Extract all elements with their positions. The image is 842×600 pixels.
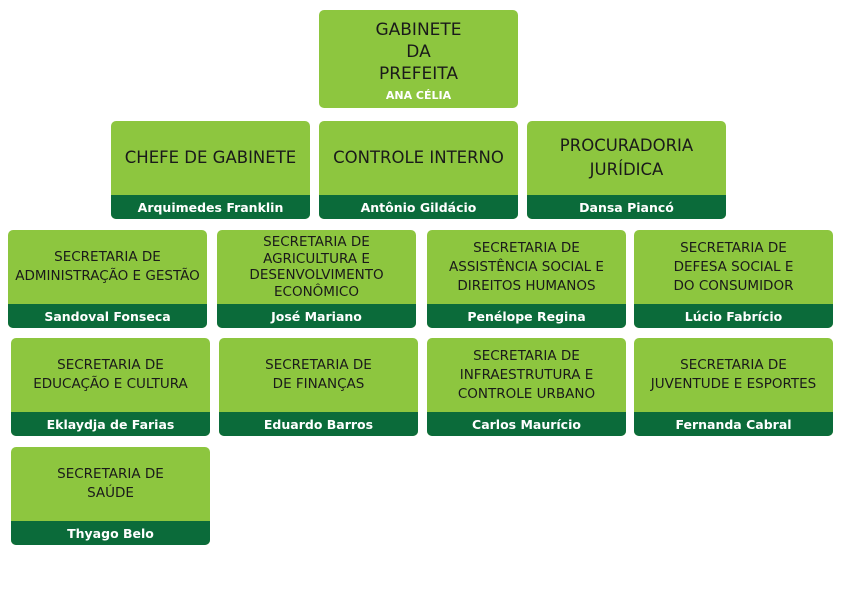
node-title: SECRETARIA DE EDUCAÇÃO E CULTURA bbox=[33, 357, 188, 392]
node-title: SECRETARIA DE ASSISTÊNCIA SOCIAL E DIREI… bbox=[449, 239, 604, 294]
node-secretaria-infraestrutura: SECRETARIA DE INFRAESTRUTURA E CONTROLE … bbox=[427, 338, 626, 436]
node-title: GABINETE DA PREFEITA bbox=[375, 20, 462, 84]
node-secretaria-financas: SECRETARIA DE DE FINANÇAS Eduardo Barros bbox=[219, 338, 418, 436]
node-secretaria-educacao: SECRETARIA DE EDUCAÇÃO E CULTURA Eklaydj… bbox=[11, 338, 210, 436]
node-title: SECRETARIA DE JUVENTUDE E ESPORTES bbox=[650, 357, 817, 392]
node-title: SECRETARIA DE SAÚDE bbox=[57, 466, 164, 501]
node-person-name: Carlos Maurício bbox=[427, 412, 626, 436]
node-chefe-de-gabinete: CHEFE DE GABINETE Arquimedes Franklin bbox=[111, 121, 310, 219]
node-title: CHEFE DE GABINETE bbox=[124, 148, 297, 167]
node-person-name: Thyago Belo bbox=[11, 521, 210, 545]
node-person-name: Eduardo Barros bbox=[219, 412, 418, 436]
node-procuradoria-juridica: PROCURADORIA JURÍDICA Dansa Piancó bbox=[527, 121, 726, 219]
node-title: SECRETARIA DE ADMINISTRAÇÃO E GESTÃO bbox=[15, 249, 200, 284]
node-person-name: Dansa Piancó bbox=[527, 195, 726, 219]
node-person-name: ANA CÉLIA bbox=[385, 88, 452, 102]
node-person-name: Arquimedes Franklin bbox=[111, 195, 310, 219]
node-title: SECRETARIA DE AGRICULTURA E DESENVOLVIME… bbox=[249, 234, 384, 300]
node-person-name: Sandoval Fonseca bbox=[8, 304, 207, 328]
node-title: CONTROLE INTERNO bbox=[333, 148, 504, 167]
node-person-name: Eklaydja de Farias bbox=[11, 412, 210, 436]
node-person-name: Antônio Gildácio bbox=[319, 195, 518, 219]
node-gabinete-prefeita: GABINETE DA PREFEITA ANA CÉLIA bbox=[319, 10, 518, 108]
node-title: PROCURADORIA JURÍDICA bbox=[559, 136, 694, 179]
node-title: SECRETARIA DE DE FINANÇAS bbox=[265, 357, 372, 392]
node-person-name: Lúcio Fabrício bbox=[634, 304, 833, 328]
node-controle-interno: CONTROLE INTERNO Antônio Gildácio bbox=[319, 121, 518, 219]
node-title: SECRETARIA DE DEFESA SOCIAL E DO CONSUMI… bbox=[673, 239, 794, 294]
node-person-name: Fernanda Cabral bbox=[634, 412, 833, 436]
node-title: SECRETARIA DE INFRAESTRUTURA E CONTROLE … bbox=[457, 347, 596, 402]
node-secretaria-defesa-social: SECRETARIA DE DEFESA SOCIAL E DO CONSUMI… bbox=[634, 230, 833, 328]
node-secretaria-administracao: SECRETARIA DE ADMINISTRAÇÃO E GESTÃO San… bbox=[8, 230, 207, 328]
node-secretaria-assistencia: SECRETARIA DE ASSISTÊNCIA SOCIAL E DIREI… bbox=[427, 230, 626, 328]
node-secretaria-saude: SECRETARIA DE SAÚDE Thyago Belo bbox=[11, 447, 210, 545]
node-secretaria-juventude: SECRETARIA DE JUVENTUDE E ESPORTES Ferna… bbox=[634, 338, 833, 436]
node-person-name: José Mariano bbox=[217, 304, 416, 328]
node-person-name: Penélope Regina bbox=[427, 304, 626, 328]
node-secretaria-agricultura: SECRETARIA DE AGRICULTURA E DESENVOLVIME… bbox=[217, 230, 416, 328]
